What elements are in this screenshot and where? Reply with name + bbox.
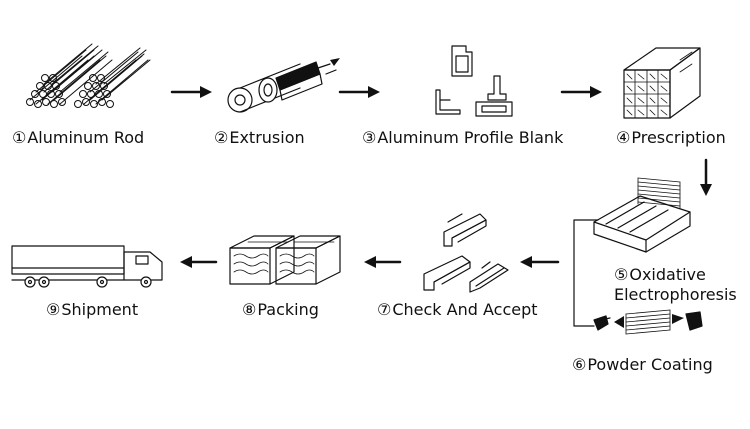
step-5-text-line2: Electrophoresis	[614, 285, 737, 304]
step-3-number: ③	[362, 128, 377, 147]
step-8-label: ⑧Packing	[242, 301, 319, 319]
flow-arrow-5	[520, 256, 560, 268]
flow-arrow-6	[364, 256, 402, 268]
flow-arrow-4	[700, 158, 712, 196]
flow-arrow-1	[170, 86, 212, 98]
profiles-inspection-icon	[423, 213, 509, 293]
flow-arrow-2	[338, 86, 380, 98]
step-2-label: ②Extrusion	[214, 129, 305, 147]
flow-arrow-7	[180, 256, 218, 268]
step-7-number: ⑦	[377, 300, 392, 319]
step-5-text-line1: Oxidative	[629, 265, 706, 284]
step-3-text: Aluminum Profile Blank	[377, 128, 564, 147]
powder-coating-icon	[593, 309, 703, 335]
step-4-label: ④Prescription	[616, 129, 726, 147]
step-4-number: ④	[616, 128, 631, 147]
step-5-label: ⑤Oxidative	[614, 266, 706, 284]
step-5-label-line2: Electrophoresis	[614, 286, 737, 304]
step-9-text: Shipment	[61, 300, 139, 319]
step-3-label: ③Aluminum Profile Blank	[362, 129, 563, 147]
step-2-number: ②	[214, 128, 229, 147]
step-8-text: Packing	[257, 300, 319, 319]
step-5-number: ⑤	[614, 265, 629, 284]
extrusion-machine-icon	[227, 58, 340, 113]
step-9-number: ⑨	[46, 300, 61, 319]
truck-icon	[11, 245, 163, 288]
step-8-number: ⑧	[242, 300, 257, 319]
step-6-text: Powder Coating	[587, 355, 713, 374]
flow-arrow-3	[560, 86, 602, 98]
step-1-text: Aluminum Rod	[27, 128, 145, 147]
step-6-number: ⑥	[572, 355, 587, 374]
step-9-label: ⑨Shipment	[46, 301, 138, 319]
aluminum-rods-icon	[26, 43, 151, 108]
step-2-text: Extrusion	[229, 128, 305, 147]
step-1-label: ①Aluminum Rod	[12, 129, 144, 147]
packed-bundles-icon	[229, 235, 341, 285]
step-6-label: ⑥Powder Coating	[572, 356, 713, 374]
profile-blank-icon	[435, 45, 513, 117]
step-7-label: ⑦Check And Accept	[377, 301, 538, 319]
aging-furnace-icon	[623, 47, 701, 119]
oxidation-tank-icon	[573, 177, 691, 327]
step-1-number: ①	[12, 128, 27, 147]
step-7-text: Check And Accept	[392, 300, 538, 319]
step-4-text: Prescription	[631, 128, 726, 147]
